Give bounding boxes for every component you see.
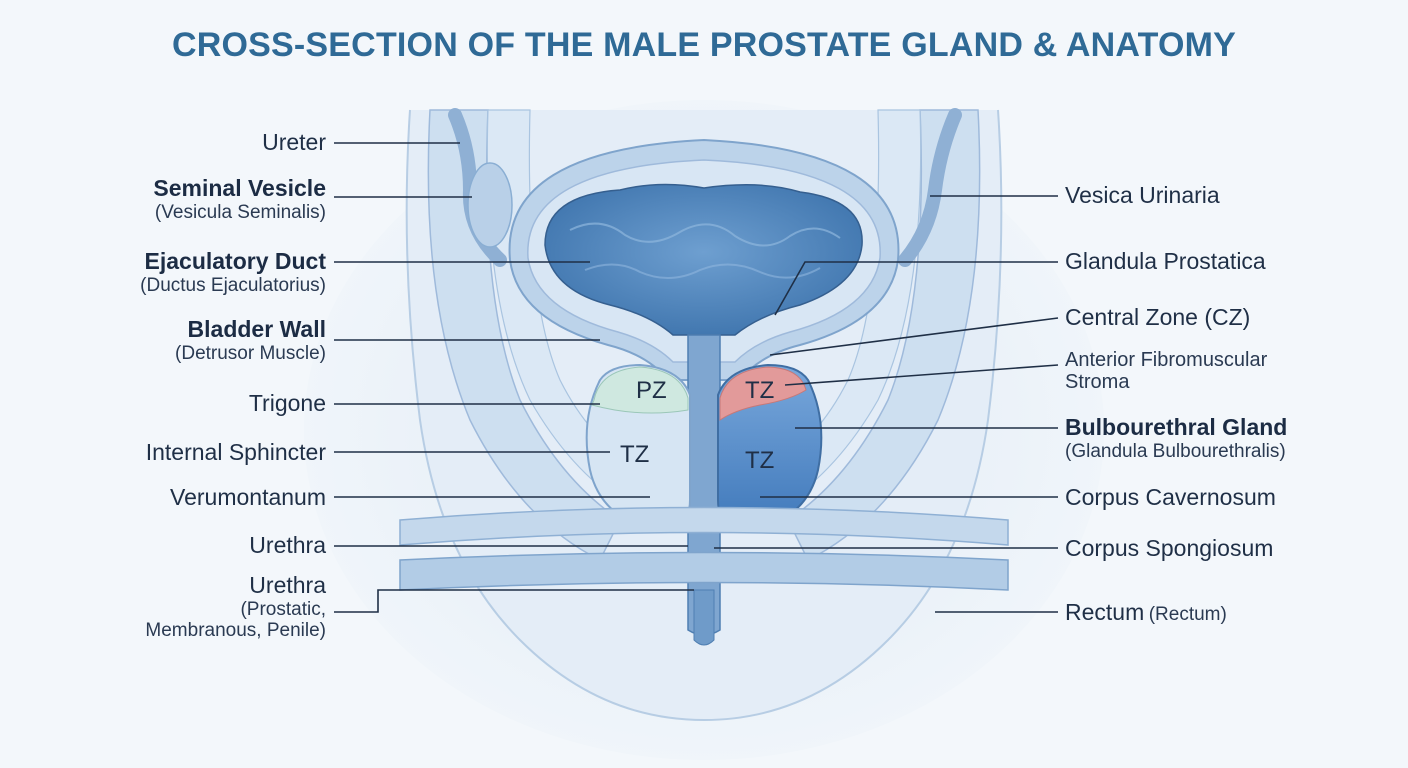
- label-urethra: Urethra: [249, 532, 326, 558]
- label-vesica-urinaria: Vesica Urinaria: [1065, 182, 1220, 208]
- right-ureter: [898, 108, 962, 267]
- label-anterior-fibromuscular-stroma: Anterior Fibromuscular Stroma: [1065, 349, 1268, 394]
- zone-tz-red-label: TZ: [745, 377, 774, 404]
- zone-tz-right-label: TZ: [745, 447, 774, 474]
- label-ejaculatory-duct: Ejaculatory Duct (Ductus Ejaculatorius): [140, 248, 326, 296]
- pelvic-floor-band: [399, 506, 1009, 546]
- label-verumontanum: Verumontanum: [170, 484, 326, 510]
- label-seminal-vesicle: Seminal Vesicle (Vesicula Seminalis): [153, 175, 326, 223]
- page-title: CROSS-SECTION OF THE MALE PROSTATE GLAND…: [172, 26, 1236, 64]
- label-glandula-prostatica: Glandula Prostatica: [1065, 248, 1266, 274]
- zone-pz-label: PZ: [636, 377, 667, 404]
- left-leaders: [334, 142, 694, 613]
- label-central-zone: Central Zone (CZ): [1065, 304, 1251, 330]
- label-urethra-parts: Urethra (Prostatic, Membranous, Penile): [145, 572, 326, 642]
- label-bulbourethral-gland: Bulbourethral Gland (Glandula Bulboureth…: [1065, 414, 1288, 462]
- seminal-vesicle-shape: [467, 162, 513, 248]
- pz-region: [591, 366, 689, 414]
- label-trigone: Trigone: [248, 390, 326, 416]
- label-corpus-spongiosum: Corpus Spongiosum: [1065, 535, 1274, 561]
- urogenital-diaphragm: [399, 551, 1009, 591]
- bladder-lumen: [544, 183, 863, 336]
- label-rectum: Rectum (Rectum): [1065, 599, 1227, 625]
- membranous-urethra: [693, 589, 715, 646]
- label-corpus-cavernosum: Corpus Cavernosum: [1065, 484, 1276, 510]
- mucosal-folds: [569, 222, 841, 247]
- zone-tz-left-label: TZ: [620, 441, 649, 468]
- label-internal-sphincter: Internal Sphincter: [145, 439, 326, 465]
- tz-red-region: [719, 366, 807, 421]
- right-leaders: [714, 195, 1059, 613]
- label-ureter: Ureter: [262, 129, 326, 155]
- label-bladder-wall: Bladder Wall (Detrusor Muscle): [175, 316, 326, 364]
- mucosal-folds-2: [584, 263, 821, 280]
